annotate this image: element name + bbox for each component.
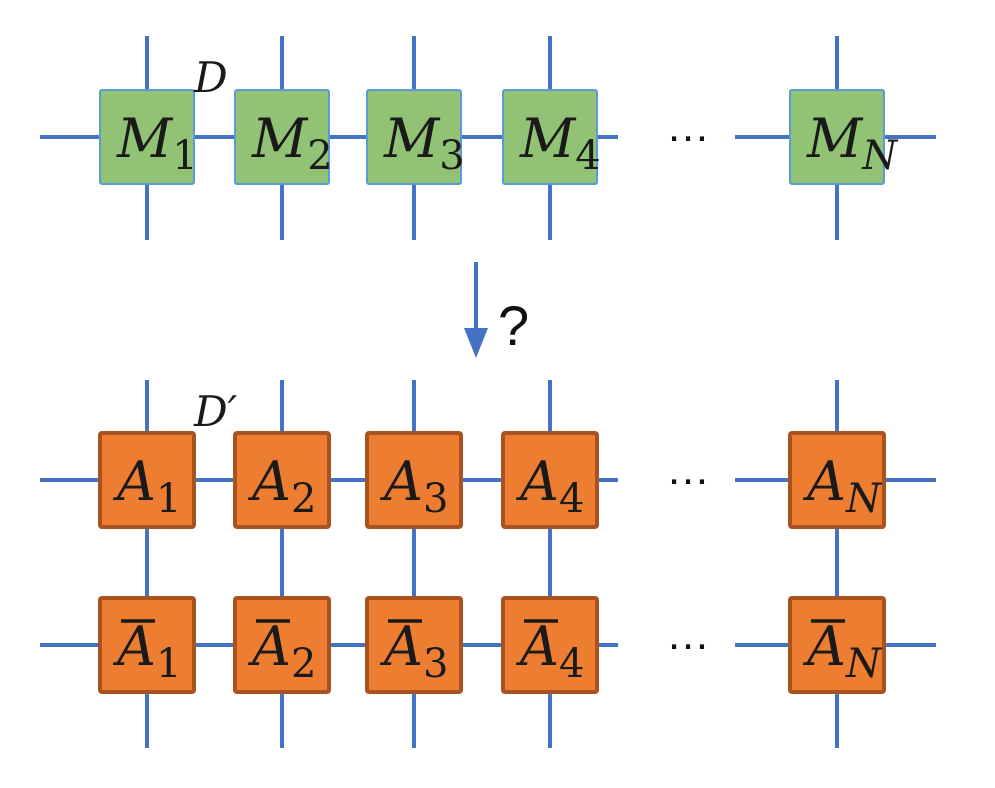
mps-conj-tensor-label: A3 — [379, 615, 448, 687]
mps-conj-tensor-label-subscript: 2 — [291, 641, 316, 687]
mps-conj-tensor-label: AN — [802, 615, 883, 687]
mps-ellipsis: … — [666, 445, 710, 494]
mps-tensor-label: A1 — [112, 450, 181, 522]
mpo-tensor-label: M4 — [519, 107, 601, 179]
mps-tensor-label-subscript: 3 — [423, 476, 448, 522]
mpo-tensor-2: M2 — [234, 89, 333, 185]
mps-tensor-box — [788, 431, 886, 529]
mps-conj-tensor-label: A2 — [247, 615, 316, 687]
mpo-tensor-3: M3 — [366, 89, 465, 185]
mpo-tensor-label-subscript: N — [861, 133, 899, 179]
mpo-tensor-label-base: M — [116, 107, 174, 170]
mps-tensor-n: AN — [788, 431, 886, 529]
mps-tensor-box — [365, 431, 463, 529]
mpo-tensor-box — [234, 89, 330, 185]
bond-label-mpo: D — [193, 53, 228, 102]
mps-tensor-label-subscript: N — [845, 476, 883, 522]
mps-tensor-1: A1 — [98, 431, 196, 529]
mpo-tensor-label-subscript: 3 — [439, 133, 464, 179]
mps-tensor-label: AN — [802, 450, 883, 522]
mps-tensor-label-subscript: 2 — [291, 476, 316, 522]
mps-conj-ellipsis: … — [666, 610, 710, 659]
mps-conj-tensor-label-subscript: 3 — [423, 641, 448, 687]
arrow-head — [464, 328, 488, 358]
mpo-tensor-1: M1 — [99, 89, 198, 185]
mpo-tensor-label: M1 — [116, 107, 198, 179]
mpo-tensor-n: MN — [789, 89, 899, 185]
mps-conj-tensor-label-base: A — [112, 615, 156, 678]
mps-tensor-box — [501, 431, 599, 529]
mps-conj-tensor-n: AN — [788, 596, 886, 694]
mps-conj-tensor-label: A1 — [112, 615, 181, 687]
mpo-tensor-label-subscript: 2 — [307, 133, 332, 179]
mpo-tensor-box — [366, 89, 462, 185]
mpo-tensor-label: MN — [806, 107, 899, 179]
mpo-tensor-label-base: M — [806, 107, 864, 170]
mpo-tensor-label: M3 — [383, 107, 465, 179]
mps-conj-tensor-2: A2 — [233, 596, 331, 694]
mps-tensor-label: A2 — [247, 450, 316, 522]
transform-arrow: ? — [464, 262, 529, 358]
mpo-ellipsis: … — [666, 102, 710, 151]
mps-conj-tensor-label-subscript: N — [845, 641, 883, 687]
mps-conj-tensor-label-subscript: 4 — [559, 641, 584, 687]
mps-tensor-4: A4 — [501, 431, 599, 529]
mps-conj-tensor-1: A1 — [98, 596, 196, 694]
mpo-tensor-label-base: M — [251, 107, 309, 170]
mps-tensor-box — [233, 431, 331, 529]
mpo-tensor-4: M4 — [502, 89, 601, 185]
mps-tensor-3: A3 — [365, 431, 463, 529]
mps-tensor-label-base: A — [247, 450, 291, 513]
mpo-tensor-box — [502, 89, 598, 185]
mps-tensor-label-base: A — [112, 450, 156, 513]
mps-tensor-label-subscript: 4 — [559, 476, 584, 522]
mps-conj-tensor-label-subscript: 1 — [156, 641, 181, 687]
mps-tensor-label: A4 — [515, 450, 584, 522]
mps-conj-tensor-label-base: A — [802, 615, 846, 678]
mps-tensor-label-base: A — [515, 450, 559, 513]
mpo-tensor-label: M2 — [251, 107, 333, 179]
mps-tensor-label-subscript: 1 — [156, 476, 181, 522]
mps-conj-tensor-label-base: A — [515, 615, 559, 678]
mps-tensor-label-base: A — [379, 450, 423, 513]
mps-conj-tensor-label-base: A — [379, 615, 423, 678]
mpo-tensor-label-subscript: 4 — [575, 133, 600, 179]
mpo-tensor-box — [789, 89, 885, 185]
bond-label-mps: D′ — [193, 387, 238, 436]
mps-tensor-label-base: A — [802, 450, 846, 513]
mps-conj-tensor-4: A4 — [501, 596, 599, 694]
mpo-tensor-box — [99, 89, 195, 185]
mps-conj-tensor-label-base: A — [247, 615, 291, 678]
mpo-tensor-label-base: M — [383, 107, 441, 170]
mpo-tensor-label-base: M — [519, 107, 577, 170]
mps-tensor-2: A2 — [233, 431, 331, 529]
arrow-question-label: ? — [498, 294, 529, 357]
mps-tensor-label: A3 — [379, 450, 448, 522]
mps-conj-tensor-3: A3 — [365, 596, 463, 694]
mps-conj-tensor-label: A4 — [515, 615, 584, 687]
mps-tensor-box — [98, 431, 196, 529]
mpo-tensor-label-subscript: 1 — [172, 133, 197, 179]
